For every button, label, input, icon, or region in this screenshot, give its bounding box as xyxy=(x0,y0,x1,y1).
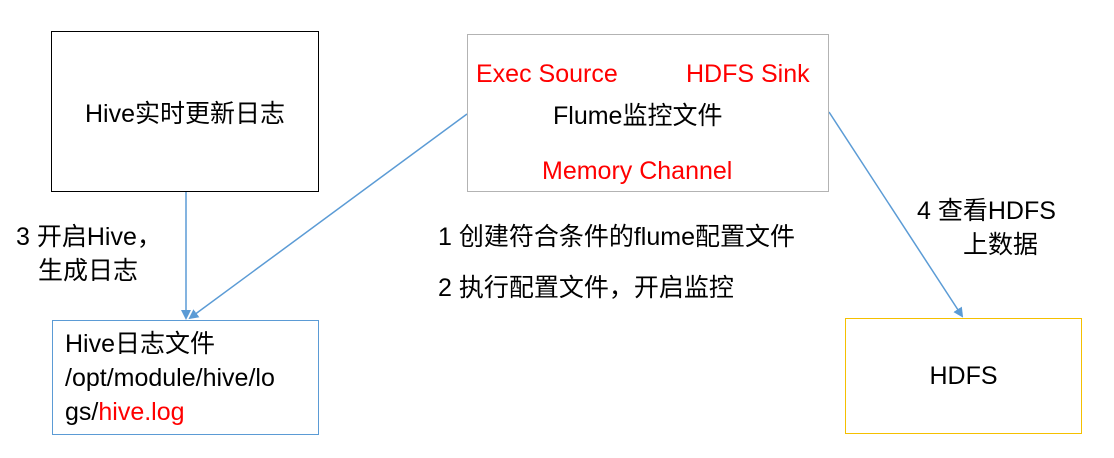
step1-annotation: 1 创建符合条件的flume配置文件 xyxy=(438,223,795,251)
flume-title: Flume监控文件 xyxy=(553,102,723,130)
log-file-name: hive.log xyxy=(98,398,185,426)
hdfs-box-label: HDFS xyxy=(929,361,998,390)
log-box-path-end: gs/hive.log xyxy=(65,395,275,429)
hive-log-file-box: Hive日志文件 /opt/module/hive/lo gs/hive.log xyxy=(52,320,319,435)
log-box-path: /opt/module/hive/lo xyxy=(65,364,275,392)
step4-annotation-line1: 4 查看HDFS xyxy=(917,197,1056,225)
flume-box: Exec Source HDFS Sink Flume监控文件 Memory C… xyxy=(467,34,829,192)
memory-channel-label: Memory Channel xyxy=(542,157,733,185)
step4-annotation-line2: 上数据 xyxy=(963,231,1039,259)
hdfs-sink-label: HDFS Sink xyxy=(686,60,810,88)
exec-source-label: Exec Source xyxy=(476,60,618,88)
step3-annotation-line2: 生成日志 xyxy=(38,257,139,285)
step2-annotation: 2 执行配置文件，开启监控 xyxy=(438,274,734,302)
hive-box-label: Hive实时更新日志 xyxy=(84,99,285,128)
hive-log-source-box: Hive实时更新日志 xyxy=(51,31,319,192)
hdfs-box: HDFS xyxy=(845,318,1082,434)
step3-annotation-line1: 3 开启Hive， xyxy=(16,223,162,251)
log-box-path-prefix: gs/ xyxy=(65,398,99,426)
log-box-title: Hive日志文件 xyxy=(65,330,216,358)
